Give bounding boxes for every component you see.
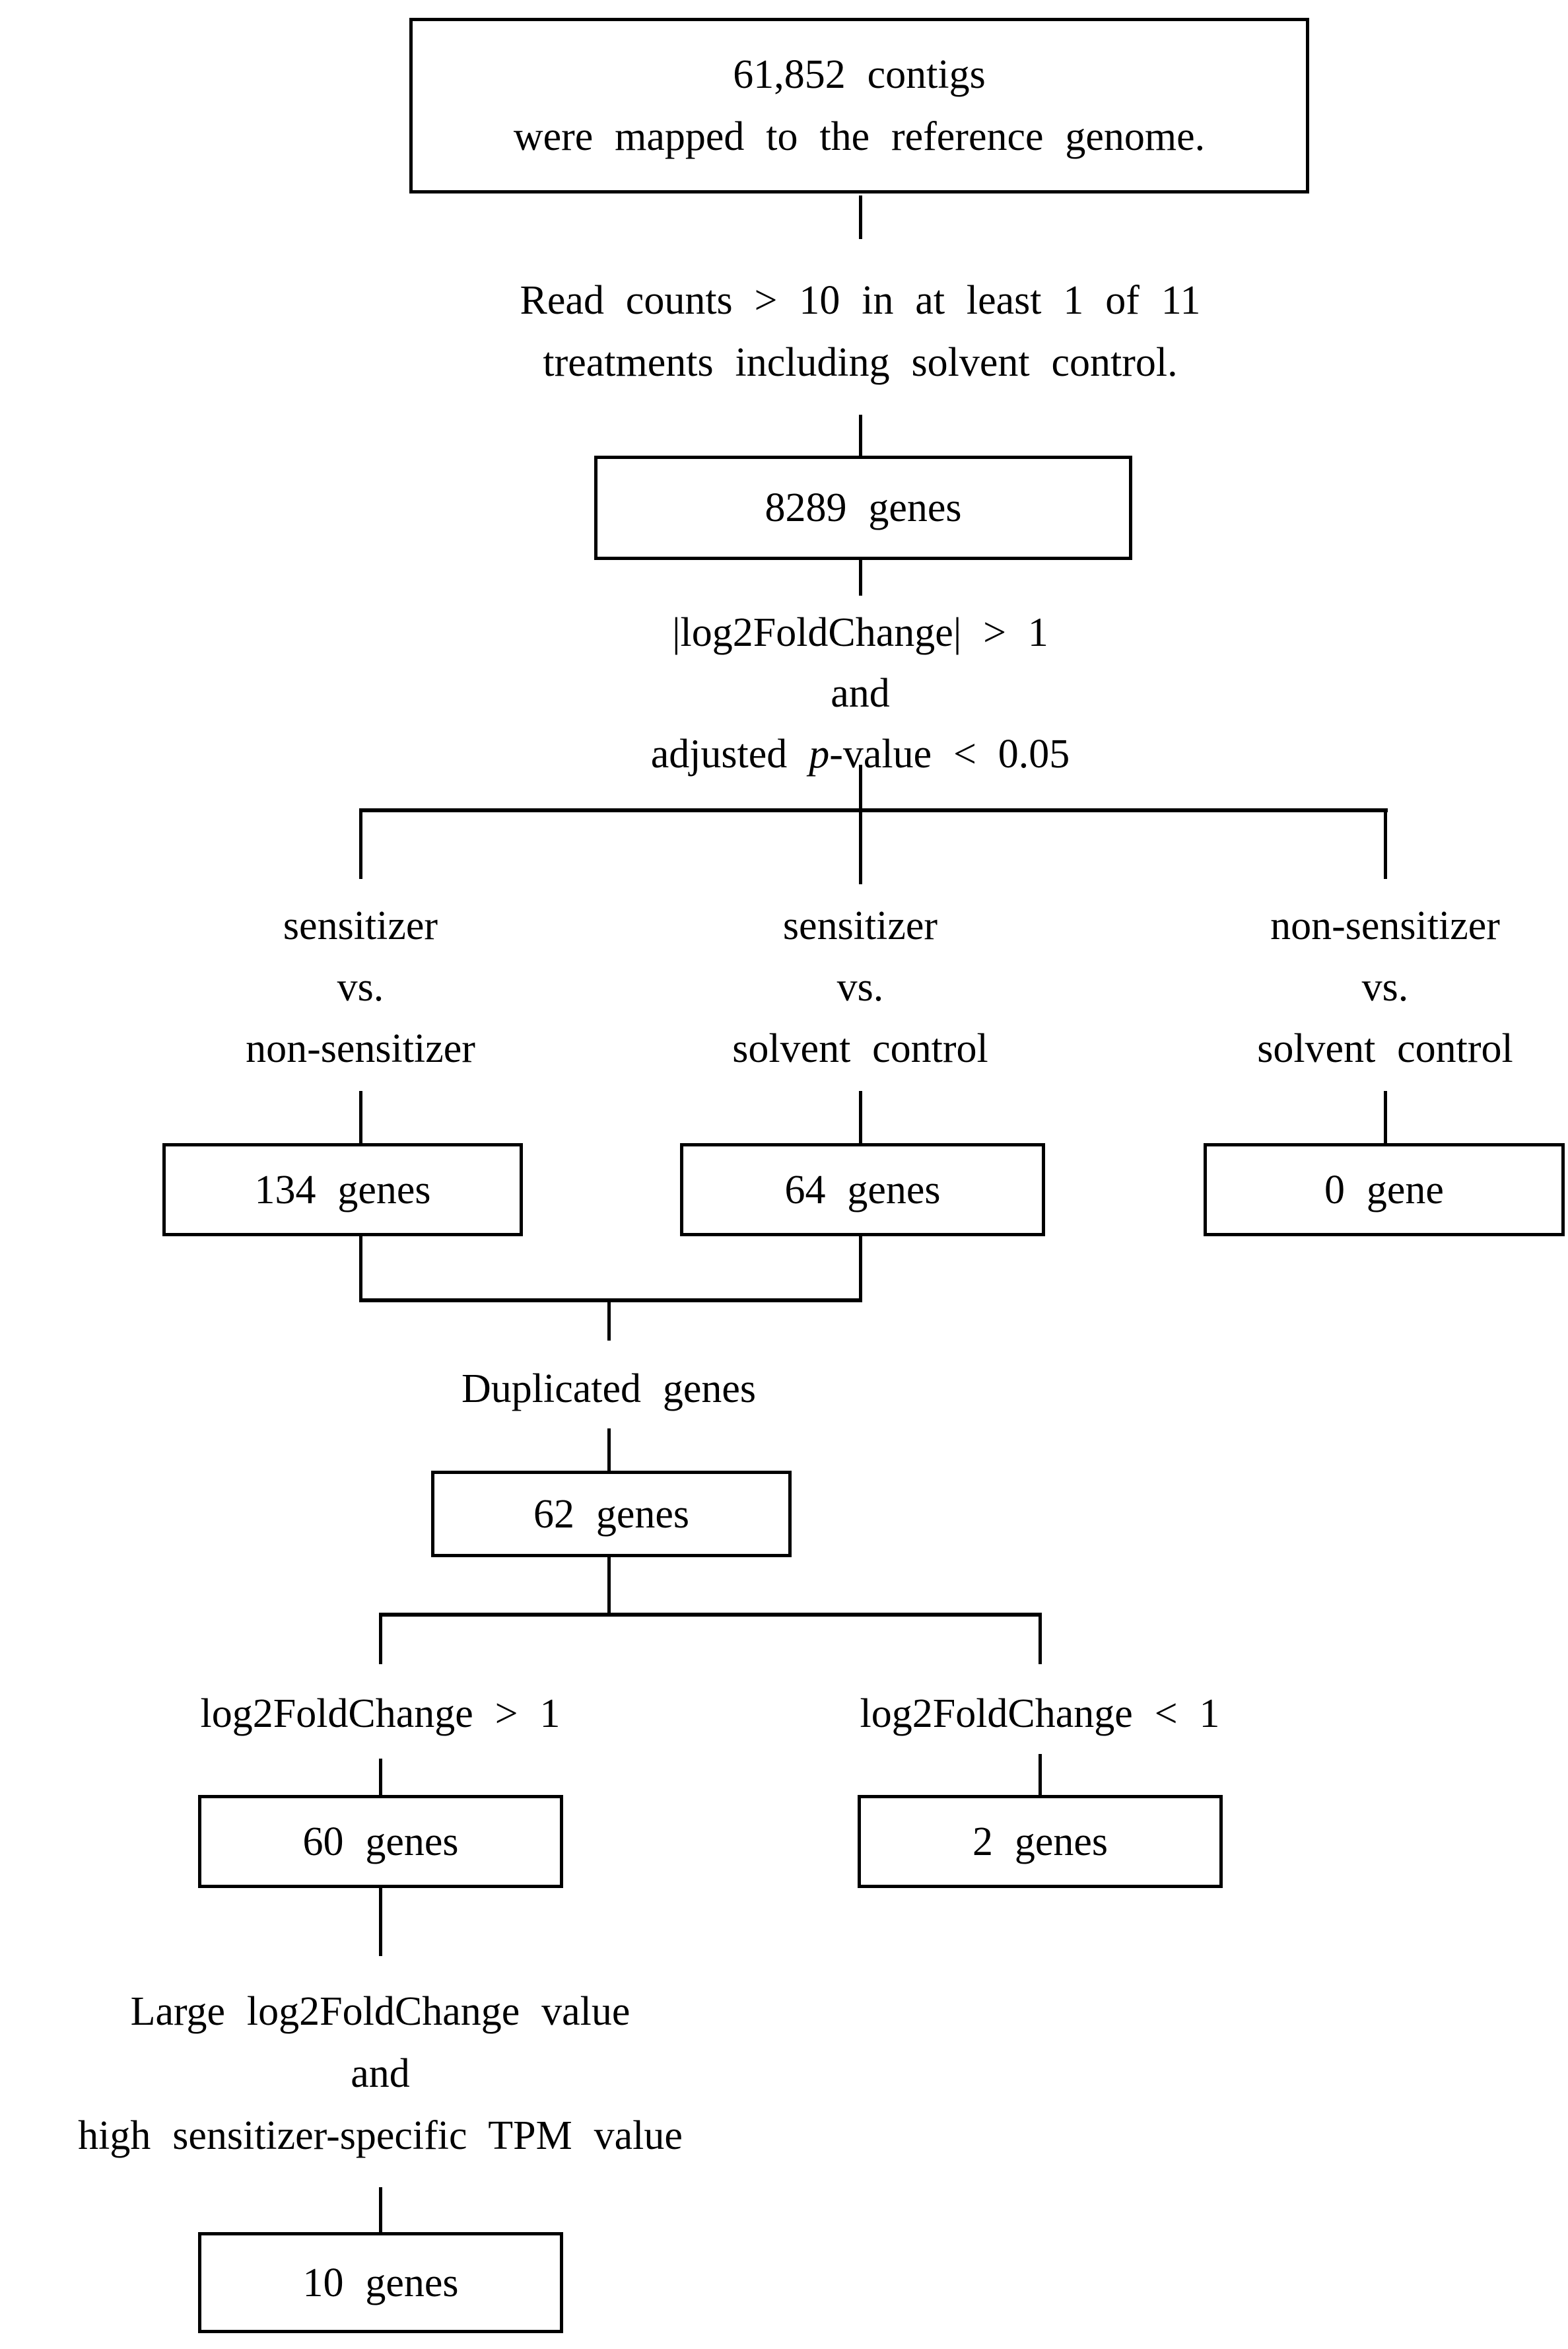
- connector-line: [859, 195, 862, 239]
- connector-line: [1384, 1091, 1387, 1144]
- connector-line: [379, 2187, 382, 2233]
- duplicated-genes-text: Duplicated genes: [461, 1366, 757, 1411]
- comparison-label-sens-vs-nonsens: sensitizer vs. non-sensitizer: [129, 895, 592, 1080]
- log2fc-gt1-label: log2FoldChange > 1: [116, 1693, 644, 1734]
- comparison-line: vs.: [836, 965, 884, 1010]
- read-counts-filter-line1: Read counts > 10 in at least 1 of 11: [520, 278, 1201, 323]
- connector-line: [379, 1887, 382, 1956]
- final-filter-text: Large log2FoldChange value and high sens…: [7, 1981, 753, 2167]
- final-filter-line1: Large log2FoldChange value: [130, 1989, 631, 2034]
- fold-change-filter-line1: |log2FoldChange| > 1: [672, 610, 1048, 655]
- comparison-line: sensitizer: [283, 903, 438, 948]
- contigs-mapped-line: were mapped to the reference genome.: [513, 114, 1206, 159]
- genes-2-label: 2 genes: [972, 1819, 1108, 1864]
- comparison-line: vs.: [337, 965, 384, 1010]
- split-horizontal-line: [379, 1613, 1042, 1617]
- genes-60-box: 60 genes: [198, 1795, 563, 1888]
- log2fc-lt1-text: log2FoldChange < 1: [860, 1691, 1220, 1736]
- genes-60-label: 60 genes: [302, 1819, 459, 1864]
- genes-8289-label: 8289 genes: [765, 485, 962, 530]
- comparison-line: non-sensitizer: [1270, 903, 1500, 948]
- connector-line: [379, 1759, 382, 1796]
- genes-10-label: 10 genes: [302, 2260, 459, 2305]
- split-drop-line-right: [1039, 1615, 1042, 1664]
- genes-10-box: 10 genes: [198, 2232, 563, 2333]
- comparison-line: solvent control: [1257, 1026, 1513, 1071]
- fold-change-filter-line2: and: [831, 671, 890, 716]
- branch-horizontal-line: [359, 808, 1388, 812]
- p-italic: p: [809, 732, 830, 777]
- genes-62-box: 62 genes: [431, 1471, 792, 1557]
- read-counts-filter-line2: treatments including solvent control.: [543, 340, 1178, 385]
- comparison-line: solvent control: [732, 1026, 988, 1071]
- genes-134-label: 134 genes: [254, 1167, 431, 1212]
- p-value-threshold: -value < 0.05: [829, 732, 1070, 777]
- comparison-line: vs.: [1361, 965, 1409, 1010]
- branch-drop-line-left: [359, 810, 362, 879]
- connector-line: [1039, 1754, 1042, 1796]
- read-counts-filter-text: Read counts > 10 in at least 1 of 11 tre…: [330, 269, 1390, 394]
- comparison-line: non-sensitizer: [246, 1026, 475, 1071]
- genes-0-box: 0 gene: [1204, 1143, 1565, 1236]
- branch-drop-line-right: [1384, 810, 1387, 879]
- adjusted-word: adjusted: [650, 732, 788, 777]
- genes-2-box: 2 genes: [858, 1795, 1223, 1888]
- contigs-mapped-text: 61,852 contigs were mapped to the refere…: [514, 44, 1205, 168]
- log2fc-gt1-text: log2FoldChange > 1: [200, 1691, 561, 1736]
- merge-drop-line-left: [359, 1236, 362, 1302]
- connector-line: [607, 1428, 611, 1472]
- connector-line: [859, 560, 862, 596]
- comparison-label-nonsens-vs-solvent: non-sensitizer vs. solvent control: [1162, 895, 1568, 1080]
- final-filter-line3: high sensitizer-specific TPM value: [78, 2113, 683, 2158]
- connector-line: [859, 1091, 862, 1144]
- genes-62-label: 62 genes: [533, 1491, 690, 1537]
- branch-drop-line-center: [859, 810, 862, 884]
- genes-134-box: 134 genes: [162, 1143, 523, 1236]
- connector-line: [359, 1091, 362, 1144]
- comparison-label-sens-vs-solvent: sensitizer vs. solvent control: [629, 895, 1091, 1080]
- connector-line: [859, 765, 862, 812]
- connector-line: [607, 1300, 611, 1341]
- connector-line: [607, 1556, 611, 1617]
- genes-64-label: 64 genes: [784, 1167, 941, 1212]
- genes-64-box: 64 genes: [680, 1143, 1045, 1236]
- log2fc-lt1-label: log2FoldChange < 1: [776, 1693, 1304, 1734]
- fold-change-filter-line3: adjusted p-value < 0.05: [462, 724, 1258, 785]
- final-filter-line2: and: [351, 2051, 410, 2096]
- split-drop-line-left: [379, 1615, 382, 1664]
- merge-drop-line-right: [859, 1236, 862, 1302]
- duplicated-genes-label: Duplicated genes: [411, 1368, 807, 1409]
- connector-line: [859, 415, 862, 457]
- fold-change-filter-text: |log2FoldChange| > 1 and adjusted p-valu…: [462, 602, 1258, 785]
- genes-0-label: 0 gene: [1324, 1167, 1444, 1212]
- genes-8289-box: 8289 genes: [594, 456, 1132, 560]
- contigs-mapped-box: 61,852 contigs were mapped to the refere…: [409, 18, 1309, 193]
- comparison-line: sensitizer: [782, 903, 938, 948]
- merge-horizontal-line: [359, 1298, 862, 1302]
- contigs-count-line: 61,852 contigs: [733, 52, 986, 97]
